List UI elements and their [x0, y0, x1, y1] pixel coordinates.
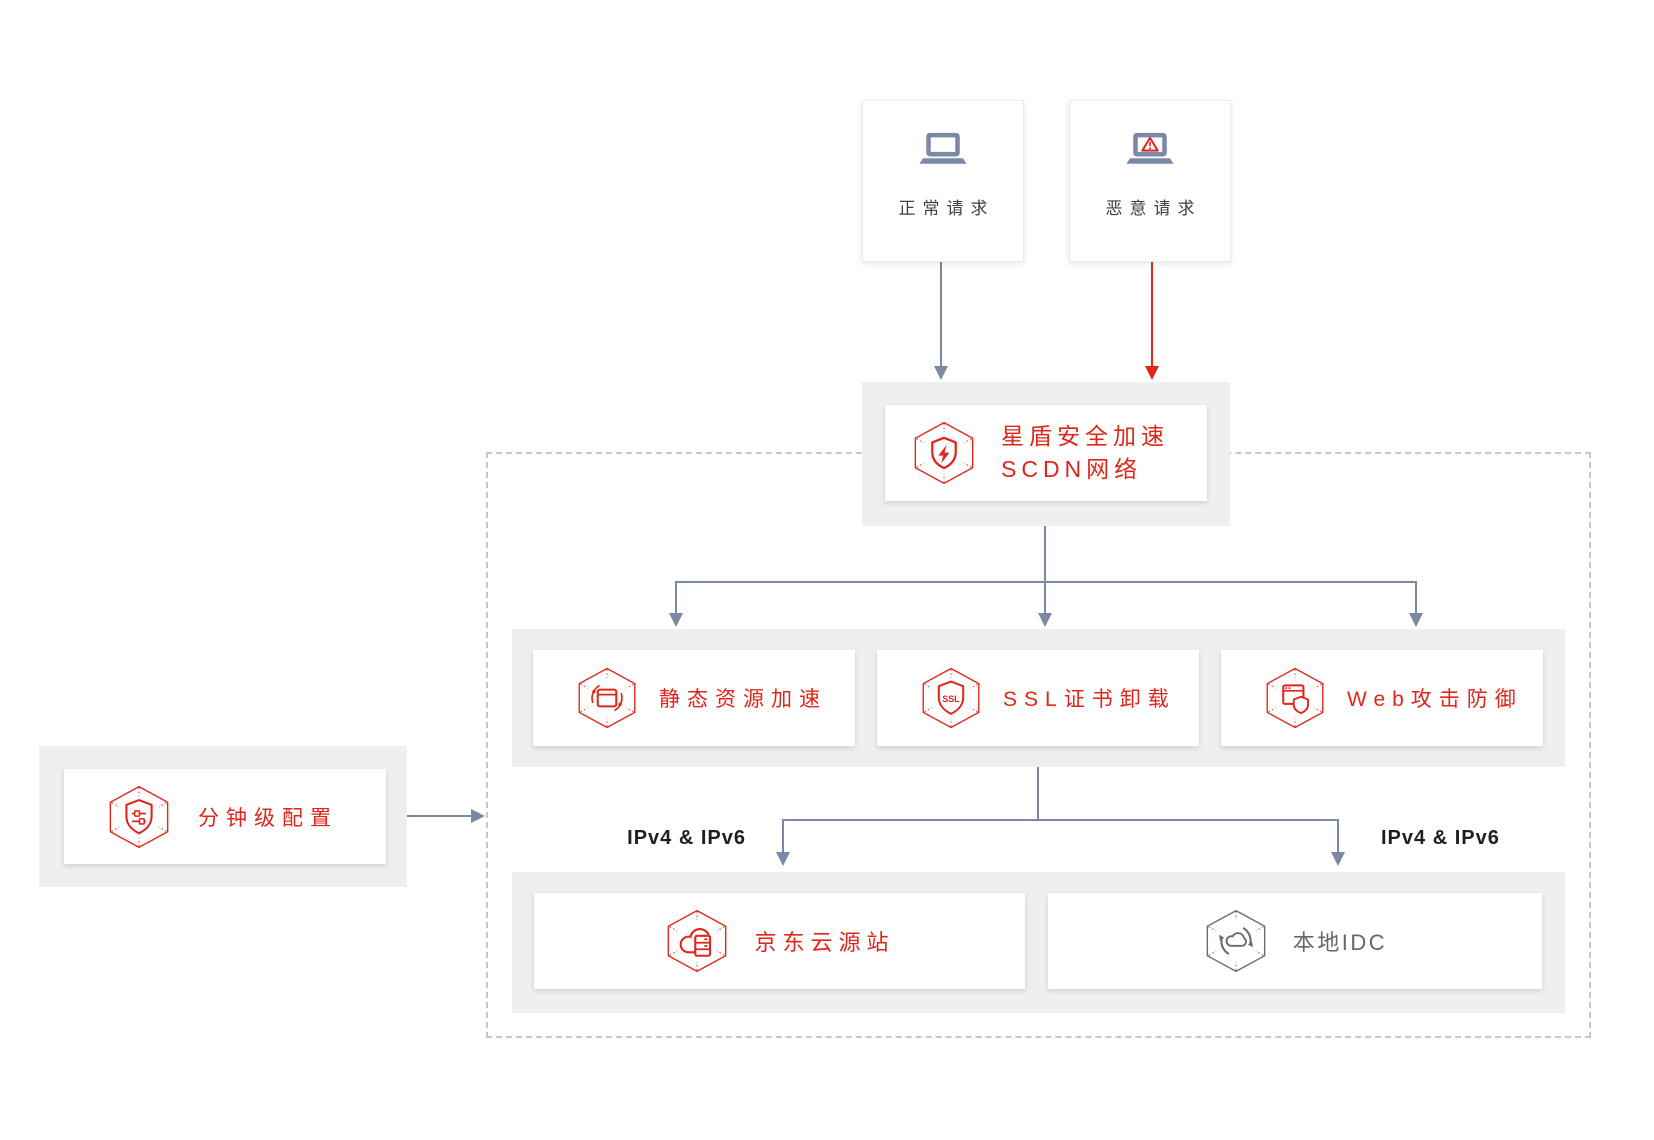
- browser-orbit-hexagon-icon: [575, 666, 639, 730]
- normal-request-label: 正常请求: [898, 199, 995, 218]
- scdn-title-line2: SCDN网络: [1001, 456, 1143, 482]
- ipv4-ipv6-label-right: IPv4 & IPv6: [1381, 827, 1500, 849]
- shield-sliders-hexagon-icon: [106, 784, 172, 850]
- config-arrow-line: [407, 815, 471, 817]
- normal-request-arrowhead-icon: [934, 366, 948, 380]
- scdn-branch-stem-line: [1044, 526, 1046, 583]
- scdn-title: 星盾安全加速 SCDN网络: [1001, 420, 1169, 486]
- branch-drop-center-line: [1044, 583, 1046, 614]
- ssl-icon-text: SSL: [942, 694, 960, 704]
- idc-cycle-hexagon-icon: [1203, 908, 1269, 974]
- branch-right-arrowhead-icon: [1409, 613, 1423, 627]
- branch-center-arrowhead-icon: [1038, 613, 1052, 627]
- origin-branch-horizontal-line: [782, 819, 1339, 821]
- web-shield-hexagon-icon: [1263, 666, 1327, 730]
- origin-left-arrowhead-icon: [776, 852, 790, 866]
- local-idc-label: 本地IDC: [1292, 930, 1388, 955]
- ssl-offload-card: SSL SSL证书卸载: [877, 650, 1199, 746]
- scdn-branch-horizontal-line: [675, 581, 1417, 583]
- web-attack-defense-card: Web攻击防御: [1221, 650, 1543, 746]
- malicious-request-arrowhead-icon: [1145, 366, 1159, 380]
- normal-request-arrow-line: [940, 260, 942, 367]
- scdn-card: 星盾安全加速 SCDN网络: [885, 405, 1207, 501]
- ssl-offload-label: SSL证书卸载: [1003, 688, 1176, 711]
- branch-left-arrowhead-icon: [669, 613, 683, 627]
- ipv4-ipv6-label-left: IPv4 & IPv6: [627, 827, 746, 849]
- origin-right-arrowhead-icon: [1331, 852, 1345, 866]
- normal-request-card: 正常请求: [862, 100, 1024, 262]
- laptop-icon: [914, 132, 972, 170]
- minute-config-label: 分钟级配置: [198, 806, 338, 830]
- malicious-request-card: 恶意请求: [1069, 100, 1231, 262]
- laptop-warning-icon: [1121, 132, 1179, 170]
- scdn-title-line1: 星盾安全加速: [1001, 423, 1169, 449]
- shield-bolt-hexagon-icon: [911, 420, 977, 486]
- web-attack-defense-label: Web攻击防御: [1347, 688, 1523, 711]
- jd-cloud-origin-label: 京东云源站: [754, 930, 895, 955]
- origin-branch-stem-line: [1037, 767, 1039, 821]
- malicious-request-arrow-line: [1151, 260, 1153, 367]
- origin-drop-left-line: [782, 821, 784, 853]
- config-arrowhead-icon: [471, 809, 485, 823]
- local-idc-card: 本地IDC: [1048, 893, 1542, 989]
- static-acceleration-label: 静态资源加速: [659, 688, 827, 711]
- jd-cloud-origin-card: 京东云源站: [534, 893, 1025, 989]
- ssl-shield-hexagon-icon: SSL: [919, 666, 983, 730]
- branch-drop-left-line: [675, 583, 677, 614]
- malicious-request-label: 恶意请求: [1105, 199, 1202, 218]
- static-acceleration-card: 静态资源加速: [533, 650, 855, 746]
- origin-drop-right-line: [1337, 821, 1339, 853]
- branch-drop-right-line: [1415, 583, 1417, 614]
- cloud-server-hexagon-icon: [664, 908, 730, 974]
- minute-config-card: 分钟级配置: [64, 769, 386, 864]
